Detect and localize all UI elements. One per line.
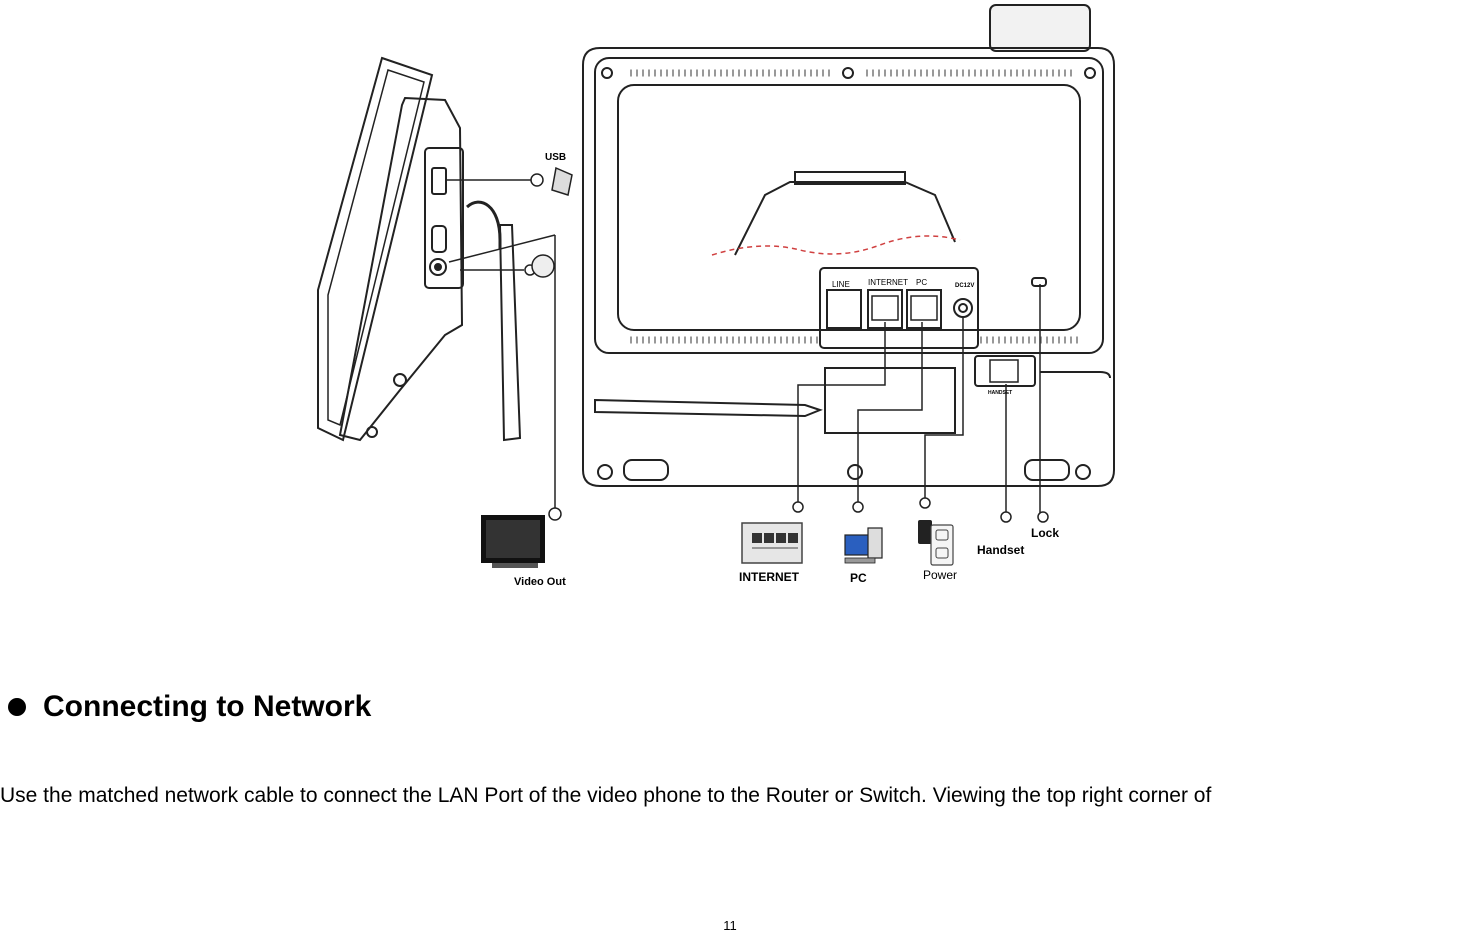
page-number: 11: [723, 918, 737, 933]
section-heading-text: Connecting to Network: [43, 690, 372, 723]
usb-label: USB: [545, 152, 566, 163]
filled-circle-icon: [8, 698, 26, 716]
phone-back-view: [582, 4, 1115, 487]
network-switch-icon: [741, 522, 803, 564]
pc-label: PC: [850, 571, 867, 585]
body-paragraph: Use the matched network cable to connect…: [0, 784, 1212, 807]
cable-lines: [792, 284, 1049, 523]
headphone-callout: [448, 234, 562, 521]
monitor-icon: [481, 515, 545, 568]
handset-label: Handset: [977, 543, 1024, 557]
video-out-label: Video Out: [514, 576, 566, 588]
lock-label: Lock: [1031, 526, 1059, 540]
pc-icon: [844, 527, 883, 564]
port-label-internet: INTERNET: [868, 278, 908, 287]
port-label-line: LINE: [832, 280, 850, 289]
internet-label: INTERNET: [739, 570, 800, 584]
phone-side-view: [317, 56, 522, 442]
phone-connection-diagram: USB Video Out: [317, 4, 1115, 588]
port-label-dc: DC12V: [955, 283, 974, 289]
power-outlet-icon: [918, 520, 954, 566]
usb-callout: [445, 166, 573, 196]
port-label-handset: HANDSET: [988, 390, 1012, 396]
section-heading: Connecting to Network: [8, 685, 371, 729]
port-label-pc: PC: [916, 278, 927, 287]
power-label: Power: [923, 568, 957, 582]
